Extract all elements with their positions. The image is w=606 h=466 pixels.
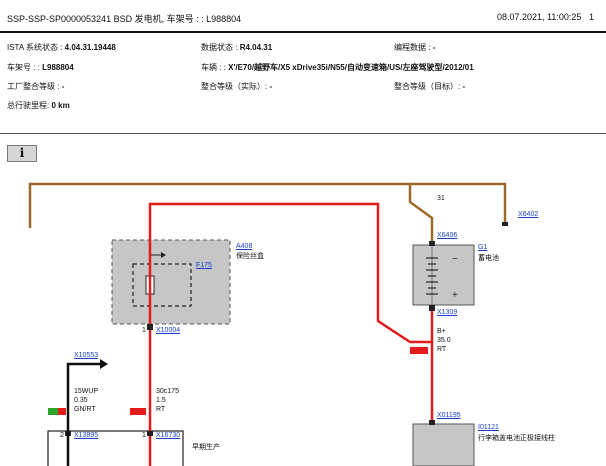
svg-text:−: − bbox=[452, 254, 458, 265]
b-plus-label: B+ bbox=[437, 328, 446, 335]
wire-30c175-name: 30c175 bbox=[156, 388, 179, 395]
battery-g1-link[interactable]: G1 bbox=[478, 244, 488, 251]
wire-color-rt-2 bbox=[130, 408, 146, 415]
connector-x16730 bbox=[147, 431, 153, 436]
info-button[interactable]: i bbox=[7, 145, 37, 162]
signal-wire bbox=[66, 362, 100, 466]
early-production-label: 早期生产 bbox=[192, 444, 220, 451]
fuse-f175 bbox=[132, 263, 192, 307]
connector-x01195 bbox=[429, 420, 435, 425]
factory-integration-level: 工厂整合等级 : - bbox=[7, 82, 65, 91]
terminal-i01121-name: 行李箱盖电池正极接线柱 bbox=[478, 435, 555, 442]
connector-x1309 bbox=[429, 305, 435, 311]
total-mileage: 总行驶里程: 0 km bbox=[7, 101, 70, 110]
wire-31-label: 31 bbox=[437, 195, 445, 202]
connector-x6402 bbox=[502, 222, 508, 226]
pin-2-label: 2 bbox=[60, 432, 64, 439]
programming-data: 编程数据 : - bbox=[394, 43, 436, 52]
wire-color-rt bbox=[58, 408, 66, 415]
connector-x10004 bbox=[147, 324, 153, 330]
fuse-f175-link[interactable]: F175 bbox=[196, 262, 212, 269]
timestamp: 08.07.2021, 11:00:25 bbox=[497, 12, 582, 22]
connector-x10553-link[interactable]: X10553 bbox=[74, 352, 99, 359]
page-number: 1 bbox=[589, 12, 595, 22]
wire-15wup-color: GN/RT bbox=[74, 406, 96, 413]
ista-status: ISTA 系统状态 : 4.04.31.19448 bbox=[7, 43, 116, 52]
terminal-i01121-link[interactable]: I01121 bbox=[478, 424, 499, 431]
fuse-box-a408 bbox=[111, 239, 231, 325]
data-status: 数据状态 : R4.04.31 bbox=[201, 43, 273, 52]
pin-1b-label: 1 bbox=[142, 432, 146, 439]
fuse-box-a408-name: 保险丝盒 bbox=[236, 253, 264, 260]
header-divider bbox=[0, 31, 606, 33]
meta-divider bbox=[0, 133, 606, 134]
pin-1-label: 1 bbox=[142, 327, 146, 334]
terminal-i01121 bbox=[412, 423, 475, 466]
document-title: SSP-SSP-SP0000053241 BSD 发电机, 车架号 : : L9… bbox=[7, 14, 242, 24]
connector-x1309-link[interactable]: X1309 bbox=[437, 309, 458, 316]
integration-level-target: 整合等级（目标）: - bbox=[394, 82, 466, 91]
battery-g1-name: 蓄电池 bbox=[478, 255, 499, 262]
wire-15wup-name: 15WUP bbox=[74, 388, 99, 395]
wire-30c175-size: 1.5 bbox=[156, 397, 166, 404]
battery-g1 bbox=[412, 244, 475, 306]
b-plus-size: 35.0 bbox=[437, 337, 451, 344]
fuse-box-a408-link[interactable]: A408 bbox=[236, 243, 253, 250]
connector-x6402-link[interactable]: X6402 bbox=[518, 211, 539, 218]
integration-level-actual: 整合等级（实际）: - bbox=[201, 82, 273, 91]
vin: 车架号 : : L988804 bbox=[7, 63, 74, 72]
connector-x10004-link[interactable]: X10004 bbox=[156, 327, 181, 334]
connector-x13895-link[interactable]: X13895 bbox=[74, 432, 99, 439]
ground-wire-branch bbox=[410, 182, 507, 222]
wire-color-rt-3 bbox=[410, 347, 428, 354]
b-plus-color: RT bbox=[437, 346, 447, 353]
wire-30c175-color: RT bbox=[156, 406, 166, 413]
wire-color-gn bbox=[48, 408, 58, 415]
wire-15wup-size: 0.35 bbox=[74, 397, 88, 404]
svg-text:+: + bbox=[452, 290, 458, 301]
module-box bbox=[47, 430, 184, 466]
ground-wire bbox=[28, 182, 434, 245]
connector-x6406 bbox=[429, 241, 435, 246]
connector-x6406-link[interactable]: X6406 bbox=[437, 232, 458, 239]
wiring-diagram: − + bbox=[28, 182, 508, 466]
vehicle: 车辆 : : X'/E70/越野车/X5 xDrive35i/N55/自动变速箱… bbox=[201, 63, 474, 72]
connector-x16730-link[interactable]: X16730 bbox=[156, 432, 181, 439]
connector-x01195-link[interactable]: X01195 bbox=[437, 412, 461, 419]
